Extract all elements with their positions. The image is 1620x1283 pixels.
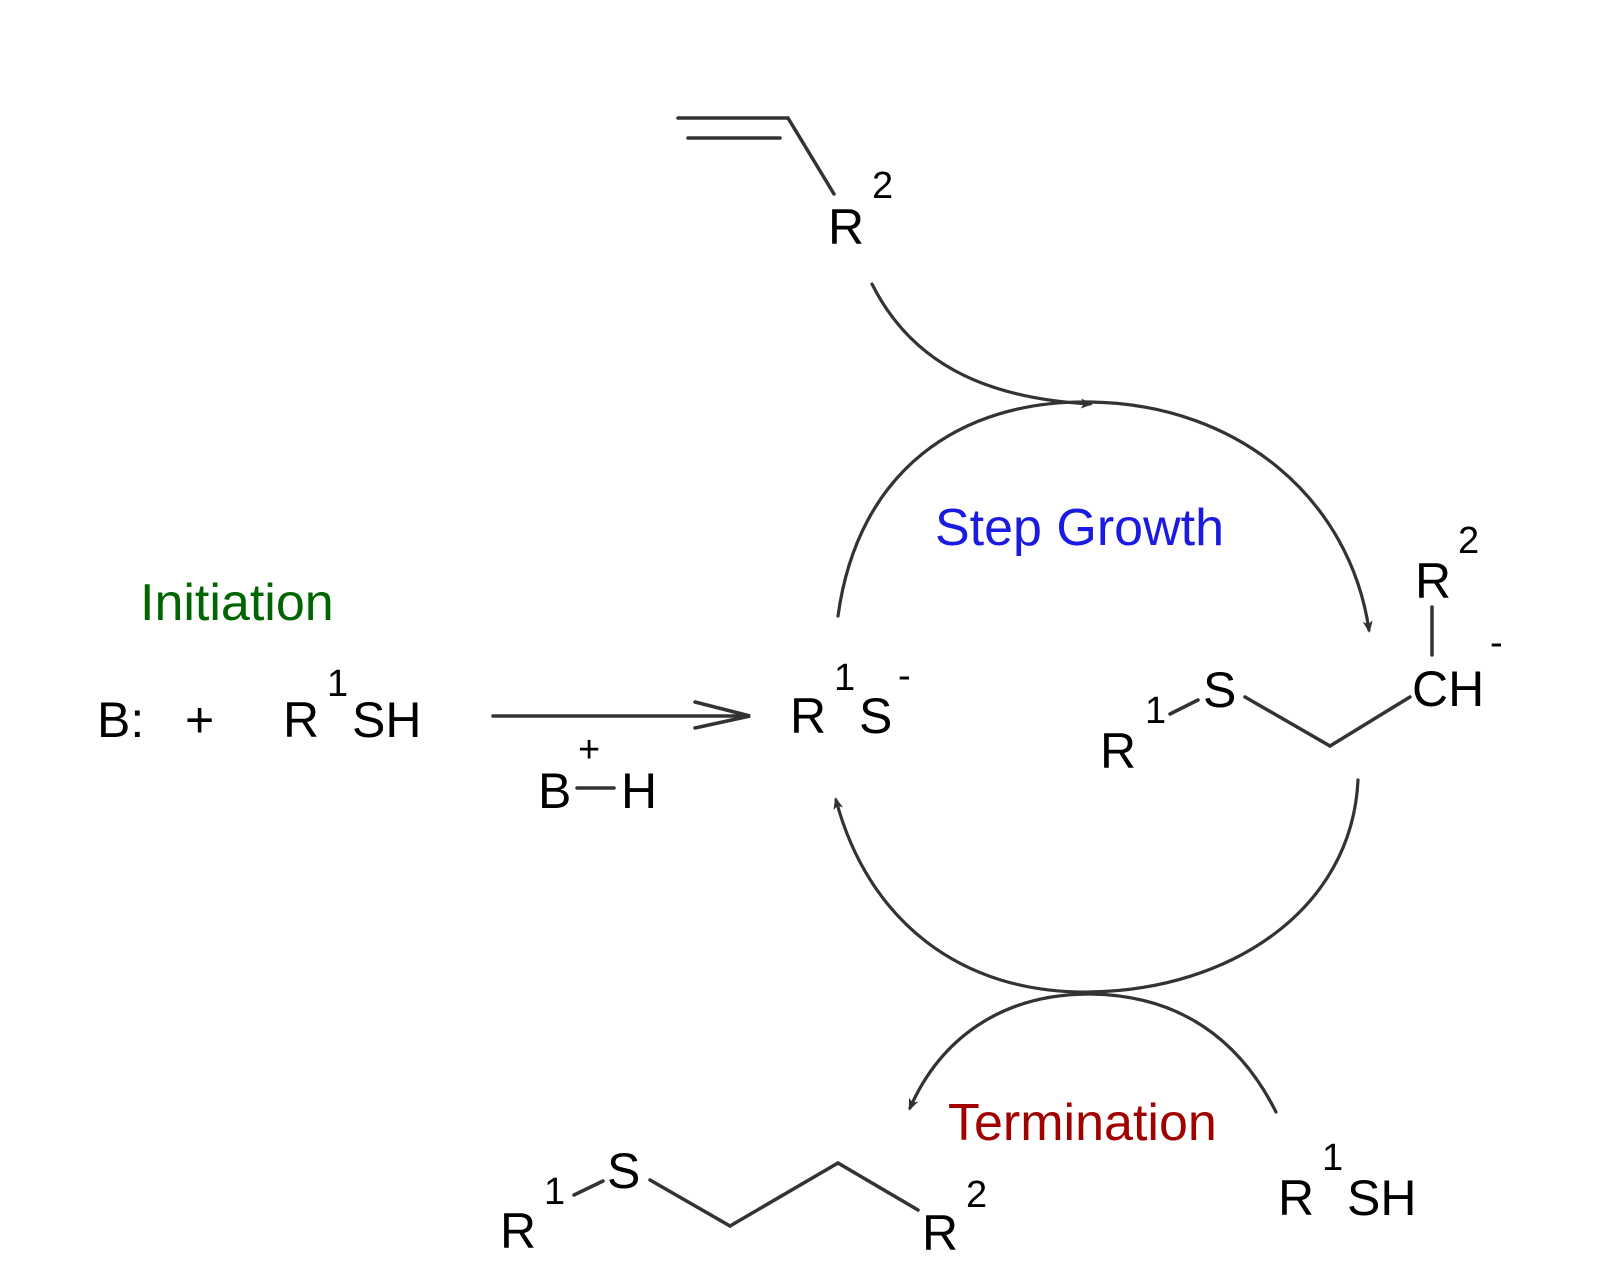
thiolate-charge: - (898, 655, 911, 697)
alkene-single-bond (786, 116, 836, 196)
chain-transfer-arc (833, 778, 1360, 994)
thiol-sh: SH (352, 692, 421, 748)
thiol2-sh: SH (1347, 1170, 1416, 1226)
alkene-entry-arrow (870, 282, 1093, 409)
thiol-r-superscript-1: 1 (327, 663, 348, 705)
s-ch2-bond (1243, 695, 1332, 748)
thiolate-anion: R 1 S - (790, 655, 911, 744)
product-r: R (500, 1203, 536, 1259)
carbanion-r: R (1100, 723, 1136, 779)
initiation-arrow (491, 700, 751, 730)
termination-arc (908, 992, 1278, 1114)
product-ch2-r2-bond (836, 1161, 920, 1212)
carbanion-r-superscript-1: 1 (1145, 690, 1166, 732)
carbanion-charge: - (1490, 622, 1503, 664)
product-r2-superscript-2: 2 (966, 1174, 987, 1216)
carbanion-r2-superscript-2: 2 (1458, 520, 1479, 562)
carbanion-s: S (1203, 662, 1236, 718)
thiolate-s: S (859, 688, 892, 744)
carbanion-ch: CH (1412, 661, 1484, 717)
carbanion-r2: R (1415, 553, 1451, 609)
plus-sign: + (185, 692, 214, 748)
thiol-termination: R 1 SH (1278, 1137, 1416, 1226)
product-s-ch2-bond (648, 1178, 732, 1228)
thiolate-r-superscript-1: 1 (834, 657, 855, 699)
alkene-r-superscript-2: 2 (872, 165, 893, 207)
protonated-base-charge: + (578, 729, 600, 771)
thiolate-r: R (790, 688, 826, 744)
alkene-r: R (828, 199, 864, 255)
r-s-bond (1168, 698, 1200, 716)
product-ch2-ch2-bond (728, 1161, 840, 1228)
product-r-superscript-1: 1 (544, 1171, 565, 1213)
termination-label: Termination (948, 1094, 1217, 1152)
thiol2-r: R (1278, 1170, 1314, 1226)
thioether-product: R 1 S R 2 (500, 1143, 987, 1261)
thiol-r: R (283, 692, 319, 748)
product-r2: R (922, 1205, 958, 1261)
alkene-reactant: R 2 (676, 116, 893, 255)
protonated-base: B H + (538, 729, 657, 819)
thiol2-r-superscript-1: 1 (1322, 1137, 1343, 1179)
product-s: S (607, 1143, 640, 1199)
step-growth-arc (836, 400, 1373, 633)
base-b: B: (97, 692, 144, 748)
initiation-reactants: B: + R 1 SH (97, 663, 421, 748)
arrow-head (693, 700, 751, 730)
initiation-label: Initiation (140, 574, 334, 632)
ch2-ch-bond (1328, 695, 1412, 748)
step-growth-label: Step Growth (935, 499, 1224, 557)
carbanion-intermediate: R 1 S CH - R 2 (1100, 520, 1503, 779)
protonated-base-h: H (621, 763, 657, 819)
product-r-s-bond (572, 1179, 605, 1197)
protonated-base-b: B (538, 763, 571, 819)
